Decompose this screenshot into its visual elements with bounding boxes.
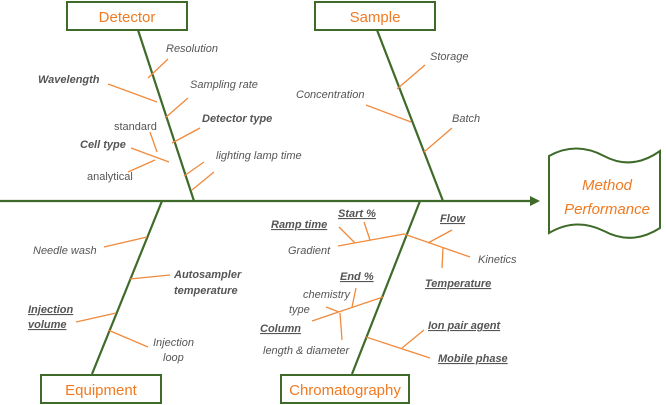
effect-banner: Method Performance	[548, 147, 661, 239]
cause-injection-loop-line2: loop	[163, 352, 184, 364]
cause-injection-volume-line1: Injection	[28, 304, 74, 316]
detector-twigs	[107, 58, 215, 191]
cause-concentration: Concentration	[296, 89, 365, 101]
sample-twigs	[365, 64, 453, 153]
cause-mobile-phase: Mobile phase	[438, 353, 508, 365]
chromatography-label: Chromatography	[289, 382, 401, 399]
equipment-bone	[90, 200, 164, 375]
chromatography-bone	[350, 200, 422, 375]
cause-wavelength: Wavelength	[38, 74, 100, 86]
cause-end-pct: End %	[340, 271, 374, 283]
effect-line2: Performance	[564, 201, 650, 218]
cause-autosampler-temperature-line1: Autosampler	[173, 269, 242, 281]
cause-batch: Batch	[452, 113, 480, 125]
cause-gradient: Gradient	[288, 245, 331, 257]
cause-standard: standard	[114, 121, 157, 133]
sample-bone	[375, 29, 445, 202]
cause-cell-type: Cell type	[80, 139, 126, 151]
cause-type: type	[289, 304, 310, 316]
cause-flow: Flow	[440, 213, 466, 225]
effect-line1: Method	[582, 177, 633, 194]
sample-box: Sample	[314, 1, 436, 31]
cause-resolution: Resolution	[166, 43, 218, 55]
sample-label: Sample	[350, 9, 401, 26]
cause-temperature: Temperature	[425, 278, 491, 290]
cause-ramp-time: Ramp time	[271, 219, 327, 231]
cause-chemistry: chemistry	[303, 289, 352, 301]
cause-kinetics: Kinetics	[478, 254, 517, 266]
equipment-twigs	[75, 236, 171, 348]
cause-storage: Storage	[430, 51, 469, 63]
cause-ion-pair-agent: Ion pair agent	[428, 320, 501, 332]
chromatography-twigs	[311, 221, 471, 359]
cause-autosampler-temperature-line2: temperature	[174, 285, 238, 297]
equipment-label: Equipment	[65, 382, 138, 399]
detector-bone	[136, 29, 196, 202]
cause-injection-loop-line1: Injection	[153, 337, 194, 349]
chromatography-box: Chromatography	[280, 374, 410, 404]
cause-column: Column	[260, 323, 301, 335]
equipment-box: Equipment	[40, 374, 162, 404]
cause-sampling-rate: Sampling rate	[190, 79, 258, 91]
cause-needle-wash: Needle wash	[33, 245, 97, 257]
cause-lighting-lamp-time: lighting lamp time	[216, 150, 302, 162]
cause-analytical: analytical	[87, 171, 133, 183]
detector-box: Detector	[66, 1, 188, 31]
cause-injection-volume-line2: volume	[28, 319, 67, 331]
detector-label: Detector	[99, 9, 156, 26]
cause-detector-type: Detector type	[202, 113, 272, 125]
cause-start-pct: Start %	[338, 208, 376, 220]
cause-length-diameter: length & diameter	[263, 345, 351, 357]
